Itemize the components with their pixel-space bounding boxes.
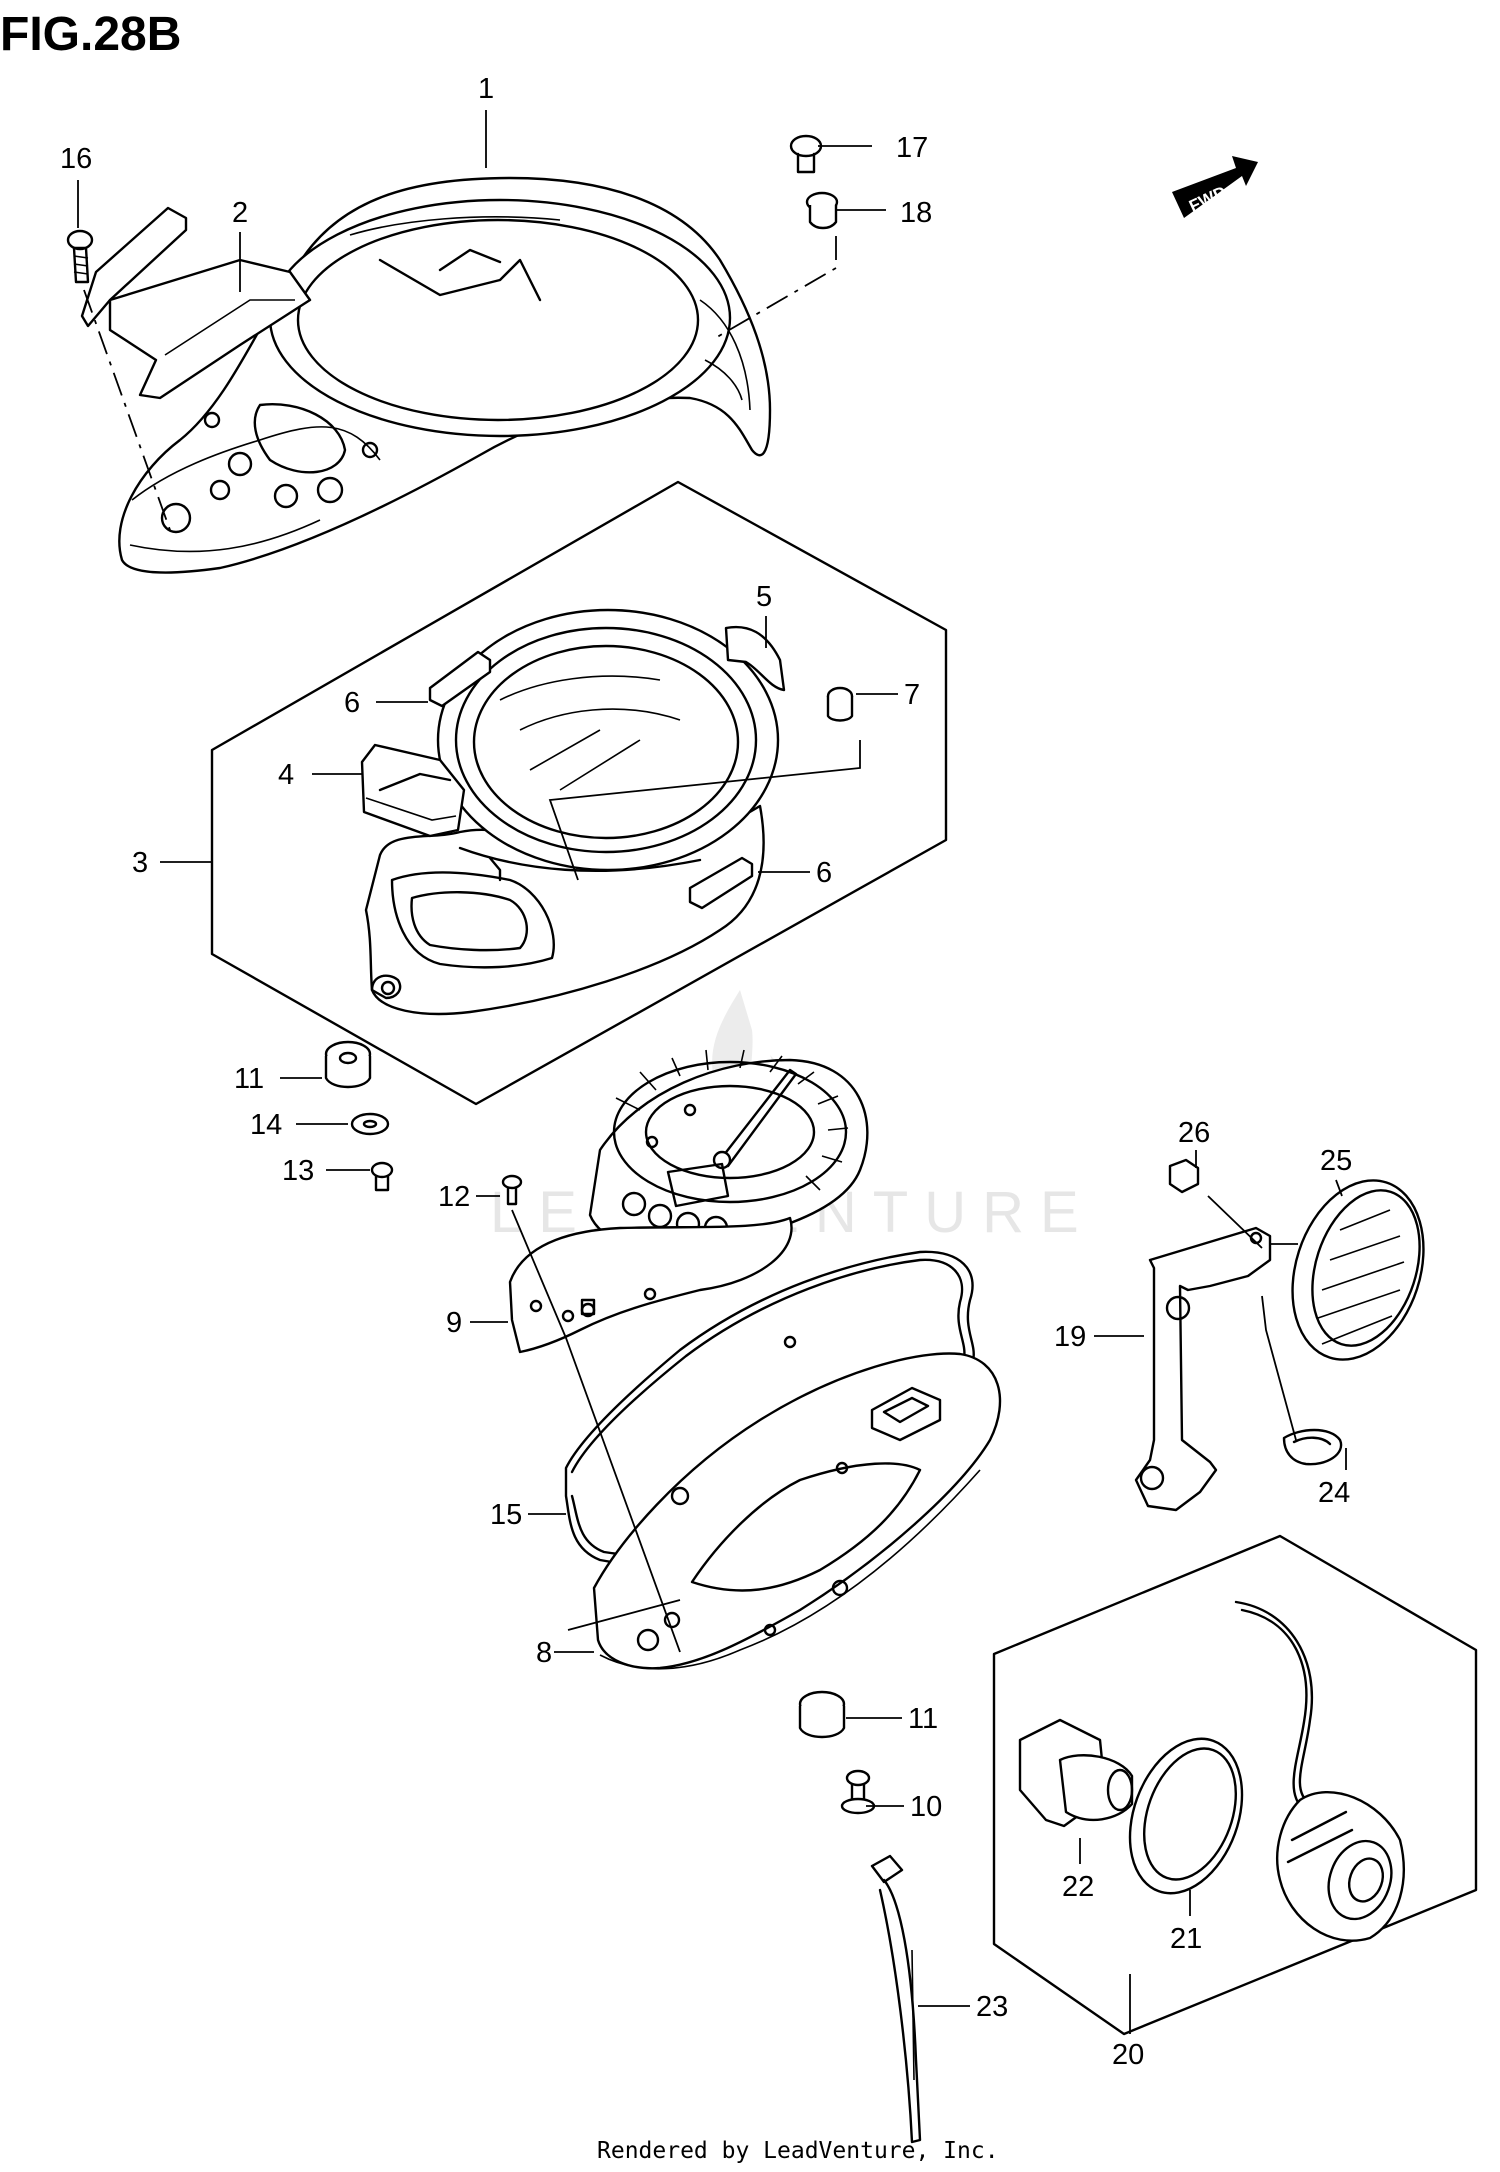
callout-15: 15 bbox=[490, 1499, 522, 1531]
part-26-nut bbox=[1168, 1158, 1200, 1194]
part-2-bracket bbox=[80, 206, 312, 400]
part-11-rubber-upper bbox=[324, 1040, 372, 1089]
callout-18: 18 bbox=[900, 197, 932, 229]
callout-6-lower: 6 bbox=[816, 857, 832, 889]
part-16-screw bbox=[66, 229, 94, 284]
part-14-washer bbox=[350, 1112, 390, 1136]
part-17-bolt bbox=[789, 134, 823, 174]
callout-11-upper: 11 bbox=[234, 1063, 264, 1095]
callout-19: 19 bbox=[1054, 1321, 1086, 1353]
callout-6-upper: 6 bbox=[344, 687, 360, 719]
callout-11-lower: 11 bbox=[908, 1703, 938, 1735]
callout-13: 13 bbox=[282, 1155, 314, 1187]
part-8-lower-case bbox=[592, 1335, 1002, 1670]
assembly-frame-3 bbox=[210, 480, 948, 1106]
callout-12: 12 bbox=[438, 1181, 470, 1213]
render-credit: Rendered by LeadVenture, Inc. bbox=[597, 2138, 999, 2164]
callout-24: 24 bbox=[1318, 1477, 1350, 1509]
callout-16: 16 bbox=[60, 143, 92, 175]
callout-25: 25 bbox=[1320, 1145, 1352, 1177]
part-22-gear bbox=[1018, 1718, 1134, 1828]
fwd-arrow-icon bbox=[1172, 156, 1258, 218]
assembly-frame-20 bbox=[992, 1534, 1478, 2036]
figure-title: FIG.28B bbox=[0, 8, 181, 61]
callout-21: 21 bbox=[1170, 1923, 1202, 1955]
callout-1: 1 bbox=[478, 73, 494, 105]
callout-23: 23 bbox=[976, 1991, 1008, 2023]
callout-17: 17 bbox=[896, 132, 928, 164]
part-20-gearbox bbox=[1234, 1600, 1405, 1942]
part-21-ring bbox=[1128, 1737, 1244, 1895]
part-12-screw bbox=[501, 1174, 523, 1206]
callout-9: 9 bbox=[446, 1307, 462, 1339]
part-7-grommet bbox=[826, 686, 854, 722]
part-13-screw bbox=[370, 1161, 394, 1192]
part-9-plate bbox=[508, 1216, 793, 1354]
part-24-clamp bbox=[1282, 1428, 1343, 1466]
callout-22: 22 bbox=[1062, 1871, 1094, 1903]
leader-lines bbox=[77, 110, 1347, 2034]
part-18-collar bbox=[805, 191, 839, 230]
part-11-rubber-lower bbox=[798, 1690, 846, 1739]
callout-26: 26 bbox=[1178, 1117, 1210, 1149]
callout-2: 2 bbox=[232, 197, 248, 229]
callout-labels: 1 2 16 17 18 3 4 5 6 6 7 11 14 13 12 9 1… bbox=[60, 73, 1352, 2071]
callout-5: 5 bbox=[756, 581, 772, 613]
part-6-cushion-upper bbox=[428, 650, 492, 708]
callout-8: 8 bbox=[536, 1637, 552, 1669]
callout-4: 4 bbox=[278, 759, 294, 791]
callout-7: 7 bbox=[904, 679, 920, 711]
fwd-direction-badge: FWD bbox=[1172, 156, 1258, 218]
part-25-reflector bbox=[1291, 1179, 1425, 1361]
part-6-cushion-lower bbox=[688, 856, 754, 910]
part-4-pad bbox=[360, 743, 466, 838]
part-5-pad bbox=[724, 625, 786, 692]
part-23-cable-tie bbox=[870, 1854, 922, 2144]
callout-10: 10 bbox=[910, 1791, 942, 1823]
callout-3: 3 bbox=[132, 847, 148, 879]
part-3-meter-case bbox=[364, 608, 780, 1016]
part-19-bracket bbox=[1134, 1226, 1272, 1512]
callout-14: 14 bbox=[250, 1109, 282, 1141]
callout-20: 20 bbox=[1112, 2039, 1144, 2071]
part-1-meter-cover bbox=[118, 176, 772, 574]
